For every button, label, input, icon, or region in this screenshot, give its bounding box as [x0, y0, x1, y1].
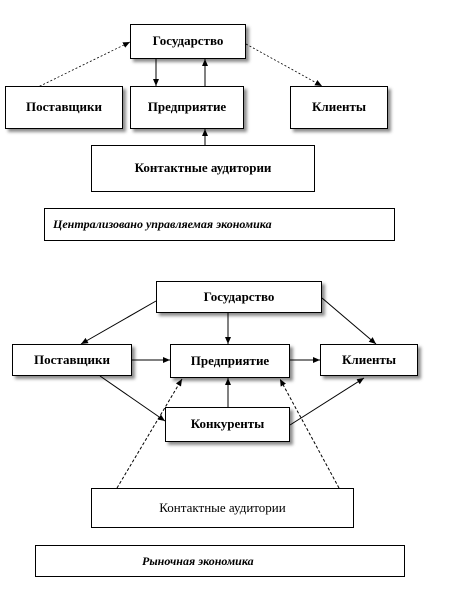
node-audiences-bottom: Контактные аудитории [91, 488, 354, 528]
arrow-state-to-suppliers [80, 300, 157, 345]
node-enterprise-bottom: Предприятие [170, 344, 290, 378]
arrow-state-to-clients [245, 43, 323, 87]
caption-top-text: Централизовано управляемая экономика [53, 217, 272, 231]
node-clients-bottom: Клиенты [320, 344, 418, 376]
arrow-suppliers-to-competitors [99, 375, 166, 422]
node-suppliers-top: Поставщики [5, 86, 123, 129]
node-state-top: Государство [130, 24, 246, 59]
node-audiences-top: Контактные аудитории [91, 145, 315, 192]
node-clients-top: Клиенты [290, 86, 388, 129]
node-competitors-bottom: Конкуренты [165, 407, 290, 442]
arrow-suppliers-to-state [35, 41, 131, 89]
node-suppliers-bottom: Поставщики [12, 344, 132, 376]
arrow-state-to-clients-b [321, 297, 377, 345]
node-state-bottom: Государство [156, 281, 322, 313]
caption-top: Централизовано управляемая экономика [44, 208, 395, 241]
caption-bottom: Рыночная экономика [35, 545, 405, 577]
caption-bottom-text: Рыночная экономика [142, 553, 254, 568]
node-enterprise-top: Предприятие [130, 86, 244, 129]
arrow-competitors-to-clients [289, 377, 365, 426]
